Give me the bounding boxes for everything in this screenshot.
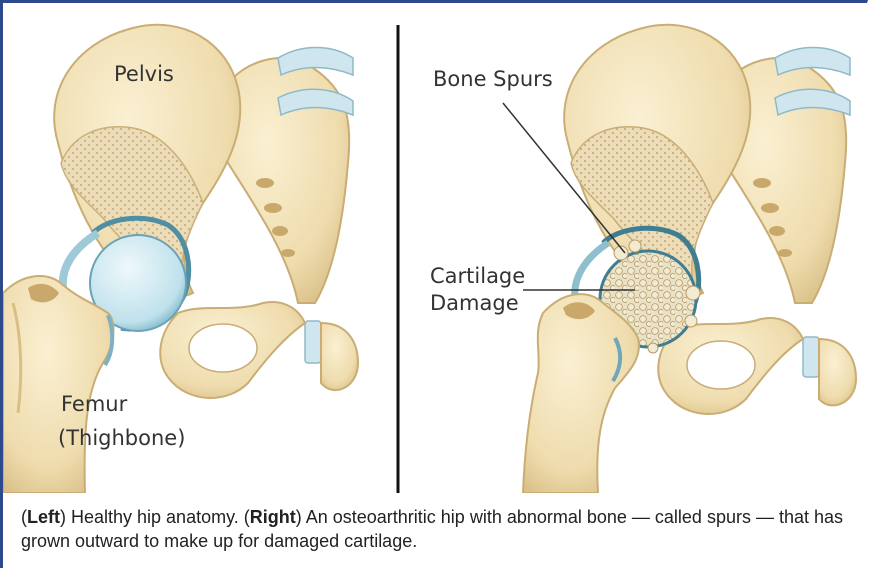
label-bone-spurs: Bone Spurs xyxy=(433,66,553,93)
label-damage: Damage xyxy=(430,290,519,317)
healthy-hip-panel xyxy=(3,25,358,493)
caption-part1: ) Healthy hip anatomy. ( xyxy=(60,507,250,527)
label-thighbone: (Thighbone) xyxy=(58,425,185,452)
label-pelvis: Pelvis xyxy=(114,61,174,88)
arthritic-hip-panel xyxy=(503,25,856,493)
figure-caption: (Left) Healthy hip anatomy. (Right) An o… xyxy=(21,505,861,553)
label-cartilage: Cartilage xyxy=(430,263,525,290)
label-femur: Femur xyxy=(61,391,127,418)
caption-left-word: Left xyxy=(27,507,60,527)
caption-right-word: Right xyxy=(250,507,296,527)
